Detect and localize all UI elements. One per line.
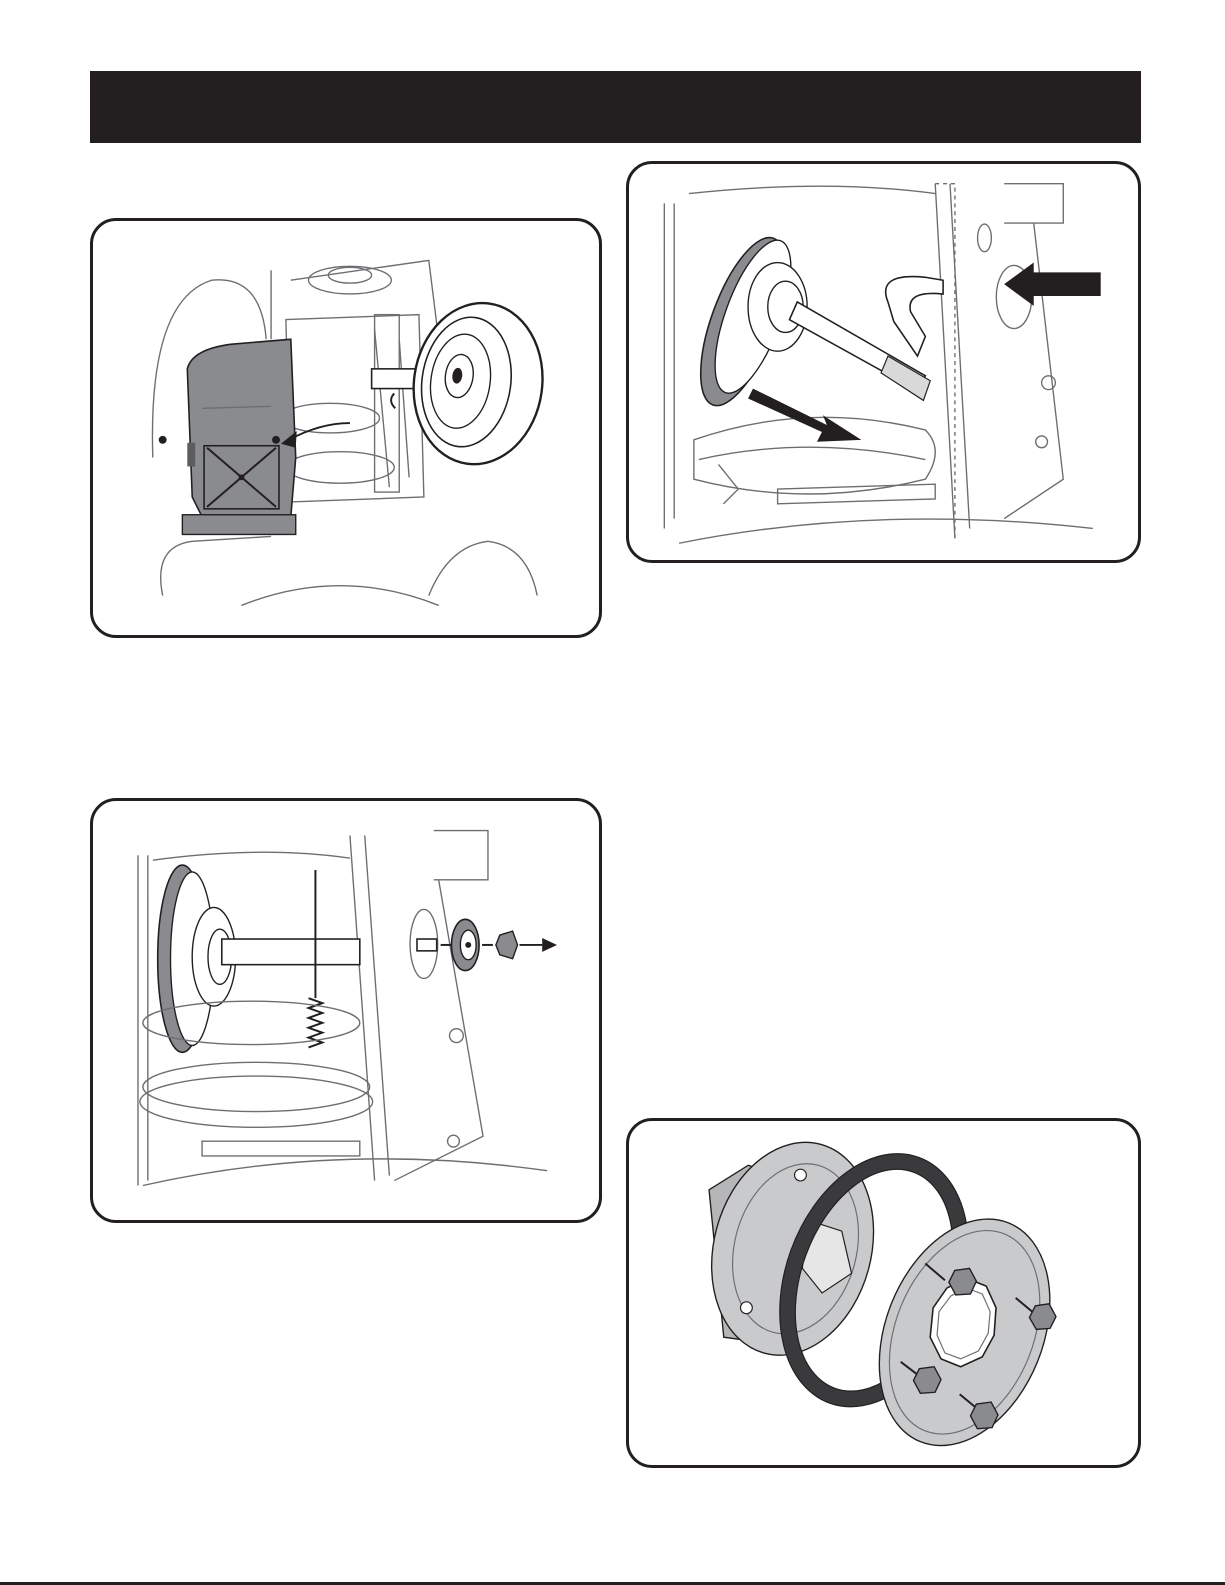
belt-cover-wheel-illustration (93, 221, 599, 635)
friction-wheel-exploded-illustration (629, 1121, 1138, 1465)
arrow-icon (1004, 263, 1101, 306)
wheel (403, 295, 552, 473)
figure-bearing-nut (90, 798, 602, 1223)
bearing-nut-illustration (93, 801, 599, 1220)
arrow-icon (542, 938, 557, 952)
figure-impeller-shaft (626, 161, 1141, 563)
section-header-bar (90, 71, 1141, 143)
arrow-icon (748, 389, 861, 442)
hex-nut (496, 931, 518, 959)
rotate-arrow-icon (886, 277, 943, 357)
figure-belt-cover-wheel (90, 218, 602, 638)
figure-friction-wheel-exploded (626, 1118, 1141, 1468)
impeller-shaft-illustration (629, 164, 1138, 560)
